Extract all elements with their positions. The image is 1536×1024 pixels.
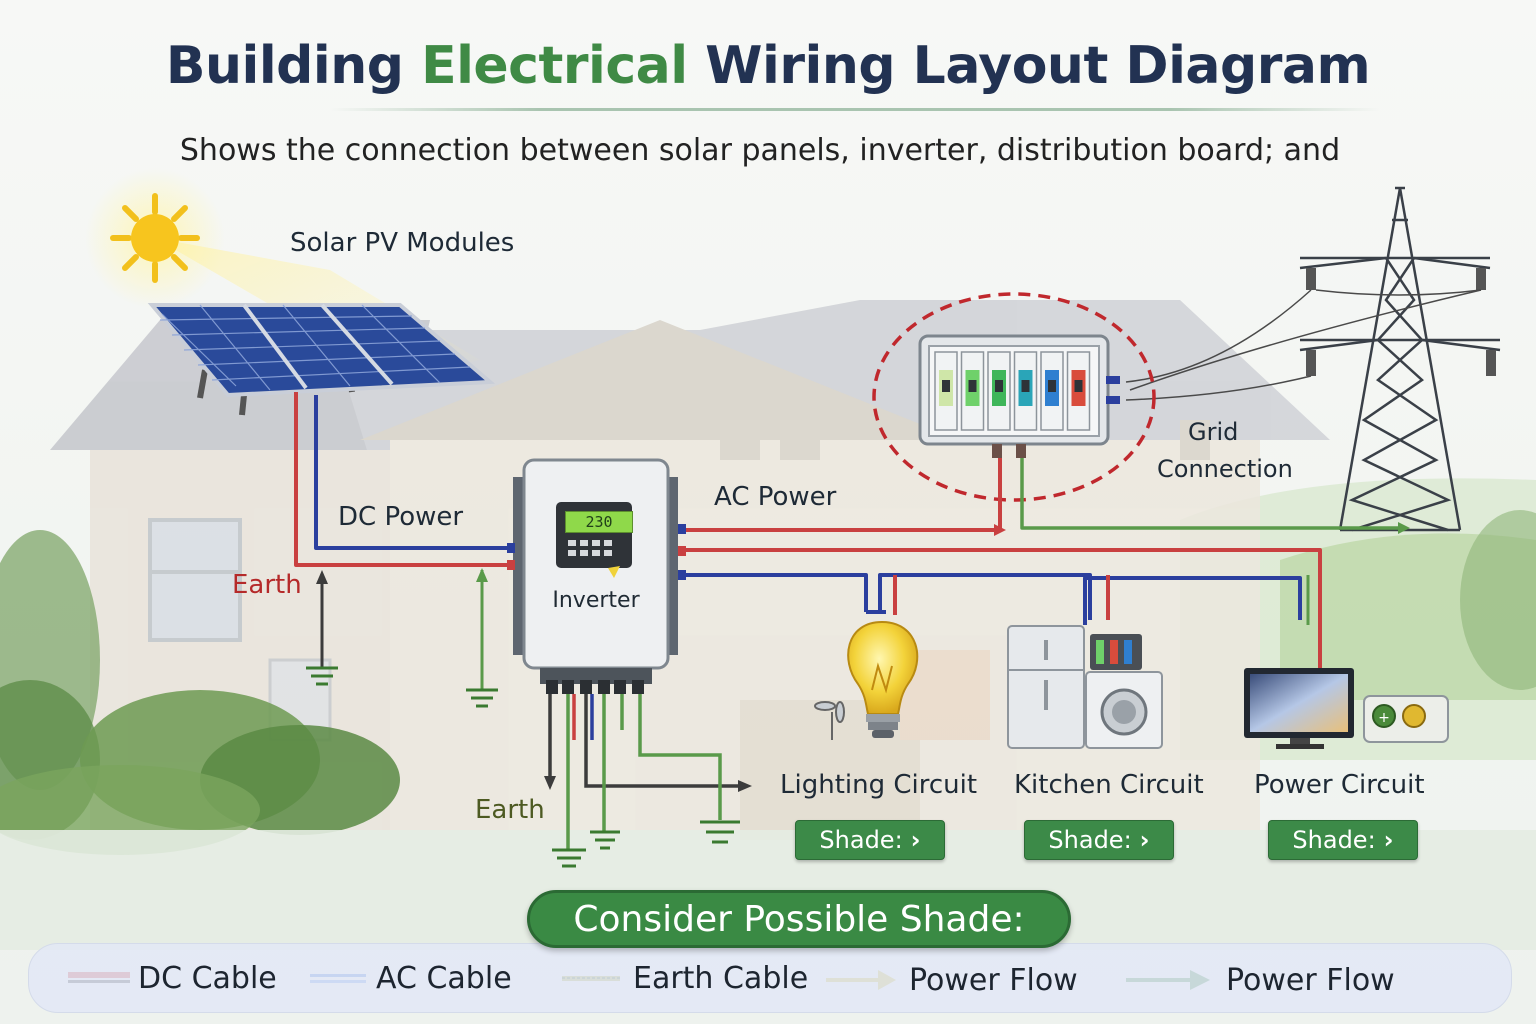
fan-icon bbox=[814, 701, 845, 740]
breaker-toggle bbox=[1074, 380, 1083, 392]
earth-wiring-left bbox=[316, 568, 488, 690]
kitchen-appliances-icon bbox=[1007, 625, 1163, 749]
shade-button-label: Shade: bbox=[819, 826, 903, 854]
chevron-right-icon: › bbox=[910, 826, 921, 854]
inverter bbox=[507, 458, 686, 694]
insulators bbox=[1306, 268, 1496, 376]
grid-label-line1: Grid bbox=[1188, 418, 1239, 446]
legend-ac-cable: AC Cable bbox=[376, 960, 512, 996]
transmission-tower bbox=[1299, 186, 1501, 532]
shade-button-label: Shade: bbox=[1292, 826, 1376, 854]
dc-power-label: DC Power bbox=[338, 502, 464, 532]
ac-power-label: AC Power bbox=[714, 482, 837, 512]
trees bbox=[0, 510, 1536, 855]
socket-icon: + bbox=[1363, 695, 1449, 743]
chevron-right-icon: › bbox=[1139, 826, 1150, 854]
legend-power-flow-yellow: Power Flow bbox=[909, 962, 1078, 998]
kitchen-circuit-label: Kitchen Circuit bbox=[1014, 770, 1204, 800]
breaker-toggle bbox=[1048, 380, 1056, 392]
inverter-label: Inverter bbox=[552, 588, 640, 613]
legend-dc-cable: DC Cable bbox=[138, 960, 277, 996]
page-title: Building Electrical Wiring Layout Diagra… bbox=[165, 36, 1371, 96]
lighting-shade-button[interactable]: Shade:› bbox=[795, 820, 945, 860]
earth-symbols-bottom bbox=[552, 820, 740, 868]
title-divider bbox=[330, 108, 1380, 111]
grid-label-line2: Connection bbox=[1157, 455, 1293, 483]
breaker-toggle bbox=[968, 380, 977, 392]
dc-wiring bbox=[294, 392, 512, 567]
power-lines bbox=[1125, 289, 1482, 401]
inverter-down-wiring bbox=[544, 694, 752, 850]
legend-power-flow-green: Power Flow bbox=[1226, 962, 1395, 998]
legend-bar bbox=[28, 943, 1512, 1013]
chevron-right-icon: › bbox=[1383, 826, 1394, 854]
kitchen-shade-button[interactable]: Shade:› bbox=[1024, 820, 1174, 860]
distribution-board bbox=[918, 334, 1120, 458]
earth-label-left: Earth bbox=[232, 570, 302, 600]
subtitle: Shows the connection between solar panel… bbox=[179, 133, 1341, 168]
breaker-toggle bbox=[942, 380, 950, 392]
lighting-circuit-label: Lighting Circuit bbox=[780, 770, 978, 800]
earth-label-bottom: Earth bbox=[475, 795, 545, 825]
highlight-circle bbox=[872, 292, 1156, 502]
solar-modules-label: Solar PV Modules bbox=[290, 228, 515, 258]
legend-earth-cable: Earth Cable bbox=[633, 960, 809, 996]
breaker-toggle bbox=[1021, 380, 1030, 392]
ac-wiring bbox=[680, 458, 1410, 668]
lightbulb-icon bbox=[847, 620, 919, 738]
power-shade-button[interactable]: Shade:› bbox=[1268, 820, 1418, 860]
solar-panel-array bbox=[147, 303, 496, 416]
tv-icon bbox=[1244, 668, 1354, 749]
inverter-display: 230 bbox=[565, 511, 633, 533]
breaker-toggle bbox=[995, 380, 1003, 392]
shade-button-label: Shade: bbox=[1048, 826, 1132, 854]
shade-banner: Consider Possible Shade: bbox=[527, 890, 1071, 948]
earth-symbol bbox=[306, 666, 498, 708]
power-circuit-label: Power Circuit bbox=[1254, 770, 1425, 800]
svg-text:+: + bbox=[1378, 710, 1390, 726]
